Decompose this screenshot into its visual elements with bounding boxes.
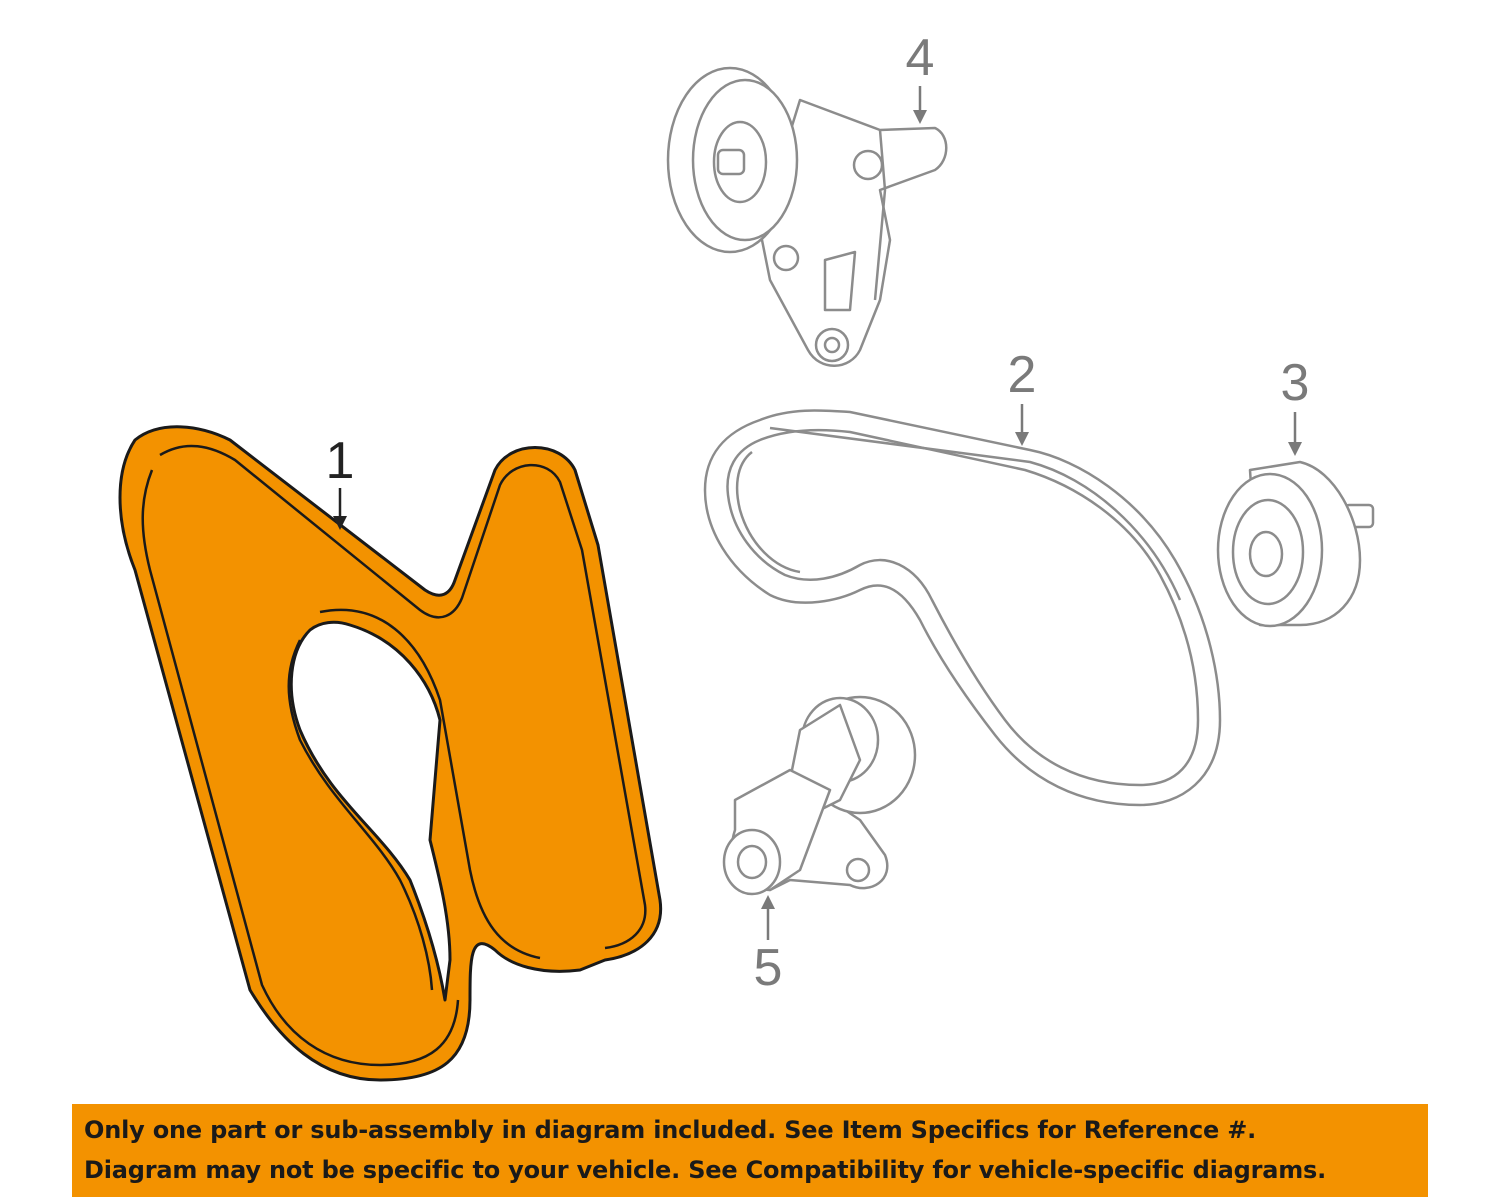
disclaimer-banner: Only one part or sub-assembly in diagram… — [72, 1104, 1428, 1197]
callout-3-label: 3 — [1281, 354, 1310, 412]
callout-2-label: 2 — [1008, 346, 1037, 404]
callout-4-label: 4 — [906, 29, 935, 87]
callout-1-label: 1 — [326, 432, 355, 490]
callout-3-arrowhead — [1288, 442, 1302, 456]
part-4-belt-tensioner[interactable] — [666, 66, 948, 367]
part-1-serpentine-belt[interactable] — [118, 425, 663, 1082]
callout-2-arrowhead — [1015, 432, 1029, 446]
part-3-idler-pulley[interactable] — [1216, 460, 1375, 628]
disclaimer-line-1: Only one part or sub-assembly in diagram… — [84, 1116, 1257, 1144]
callout-1-arrowhead — [333, 516, 347, 530]
part-2-belt[interactable] — [703, 409, 1222, 807]
callout-5-arrowhead — [761, 895, 775, 909]
callout-4-arrowhead — [913, 110, 927, 124]
part-5-tensioner-assembly[interactable] — [722, 695, 917, 896]
disclaimer-line-2: Diagram may not be specific to your vehi… — [84, 1156, 1327, 1184]
callout-5-label: 5 — [754, 939, 783, 997]
